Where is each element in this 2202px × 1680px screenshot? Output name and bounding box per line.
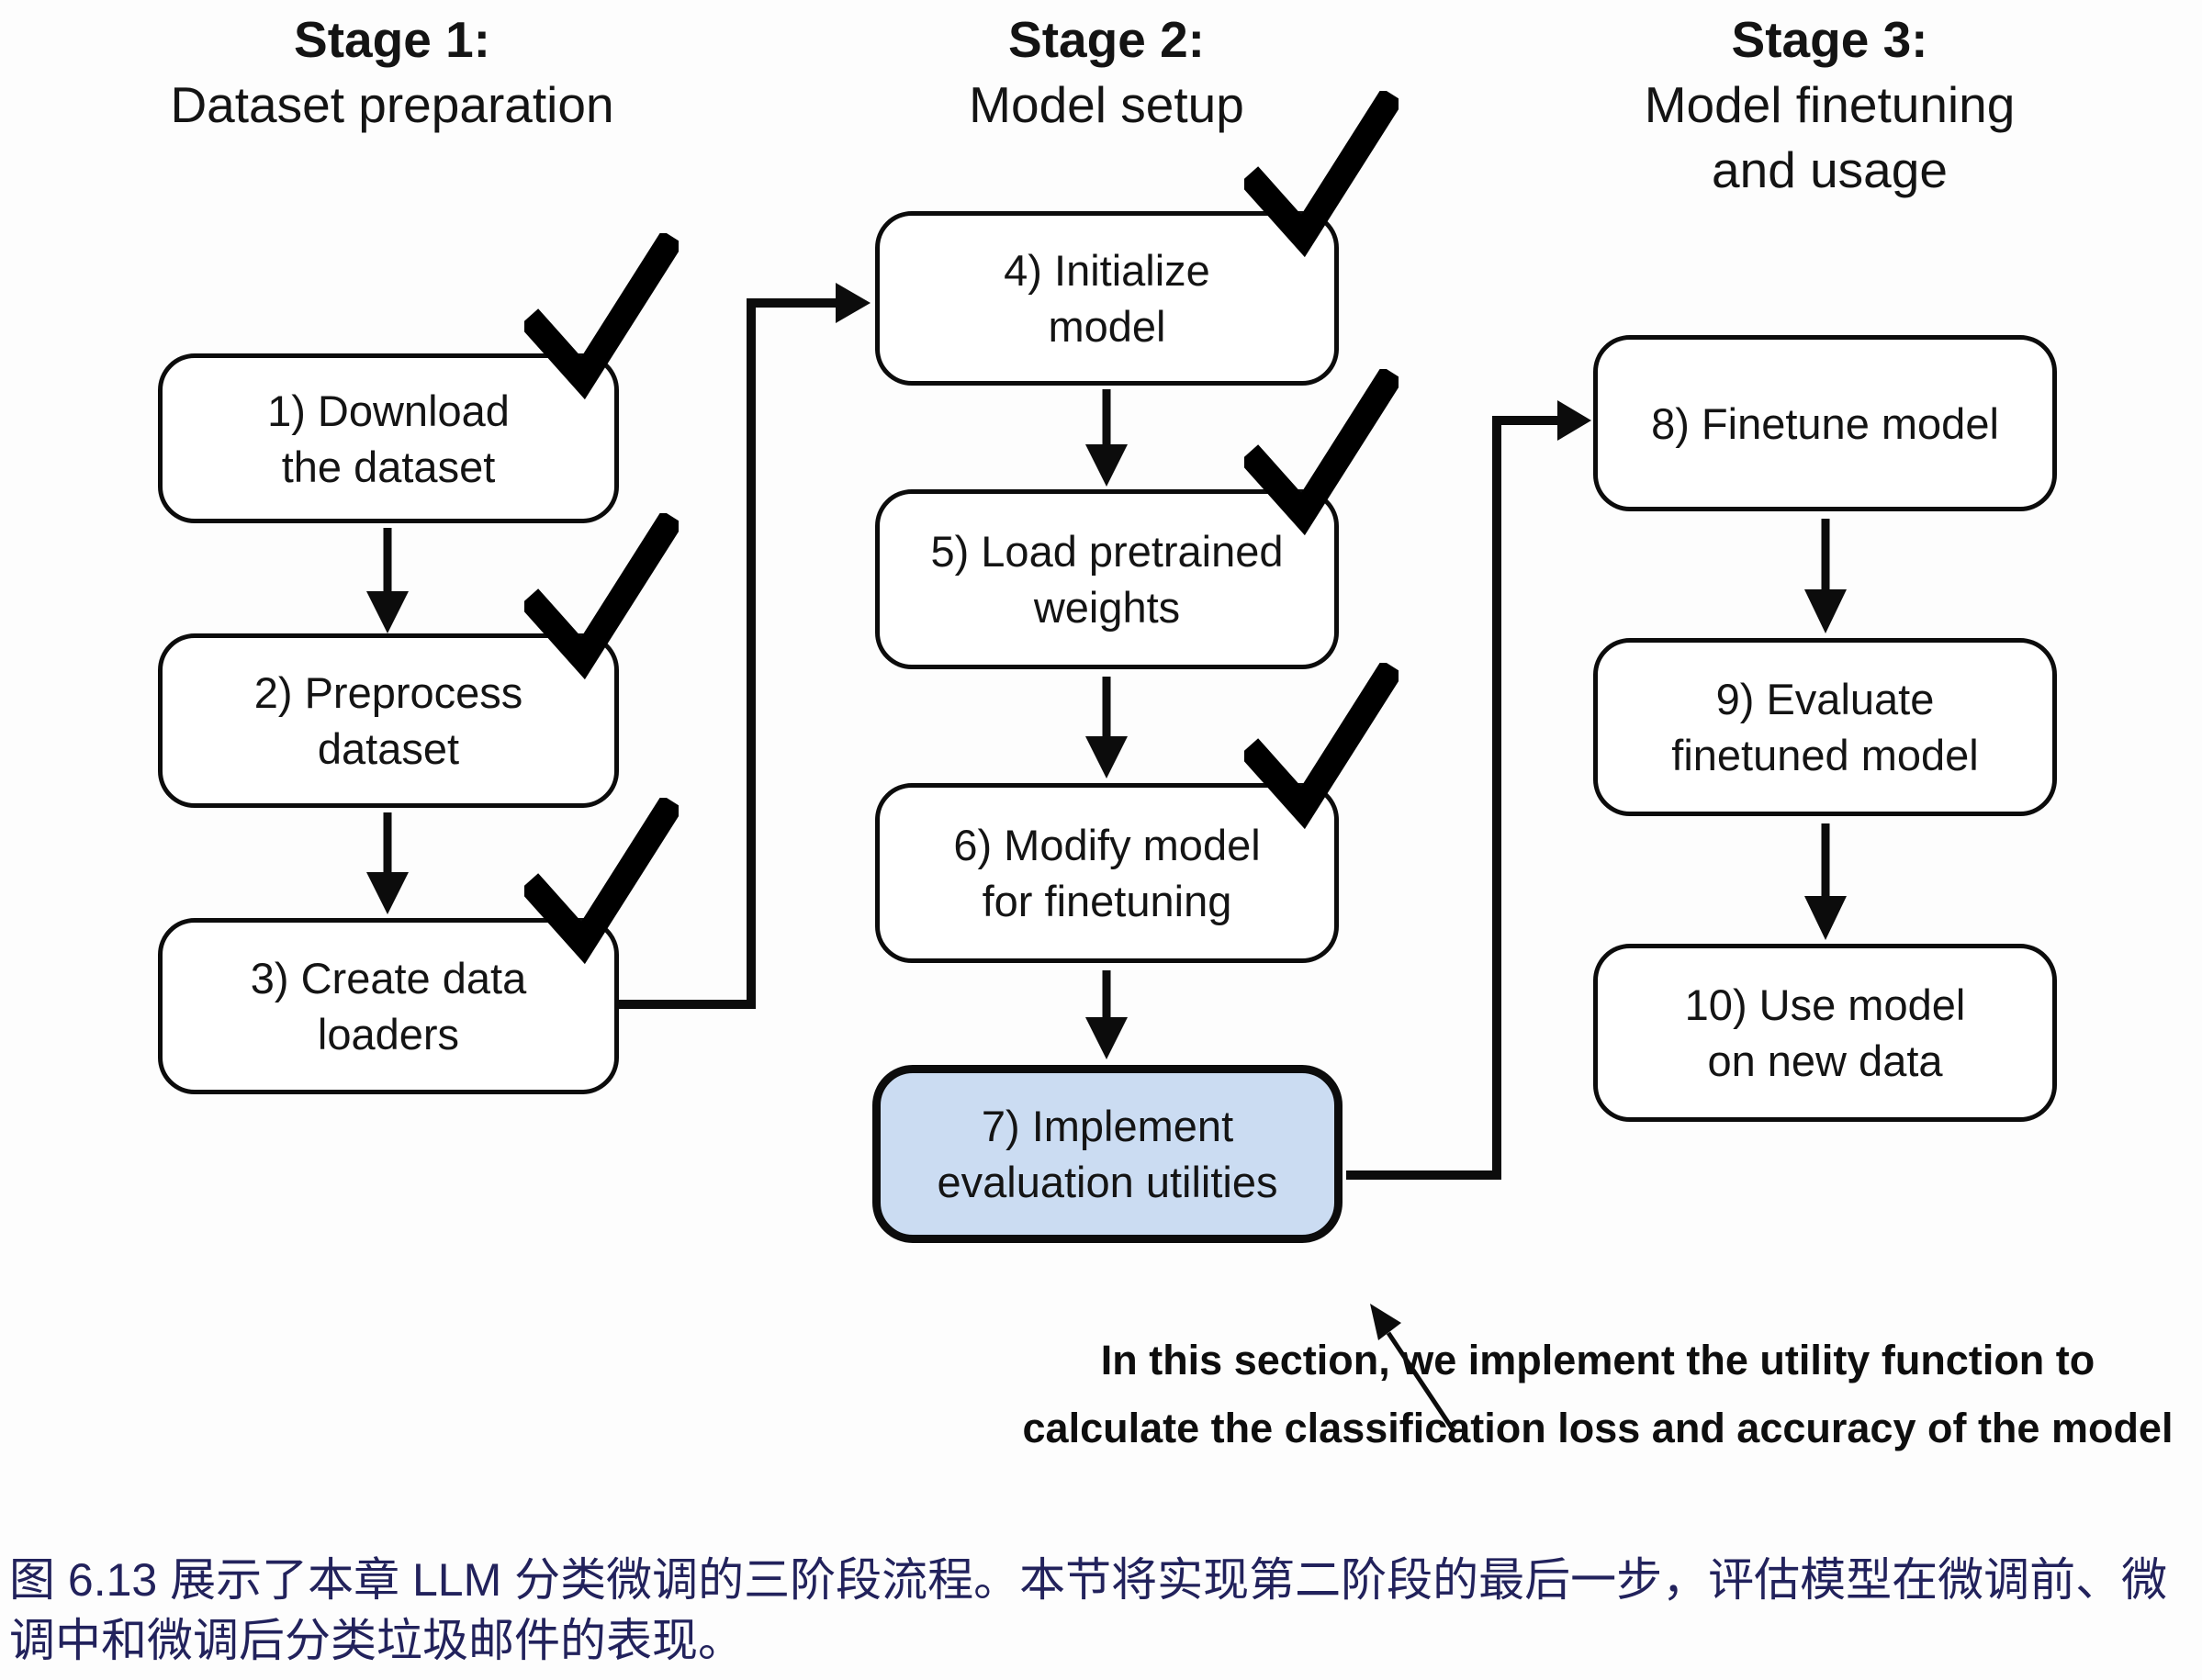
flow-box-3-create-data-loaders: 3) Create data loaders: [158, 798, 679, 1094]
box-label: 1) Download the dataset: [267, 386, 510, 491]
stage-1-subtitle: Dataset preparation: [170, 76, 614, 133]
flow-box-6-modify-model-for-finetuning: 6) Modify model for finetuning: [875, 663, 1399, 963]
arrow-down-icon: [1085, 677, 1128, 778]
arrow-down-icon: [1085, 389, 1128, 487]
checkmark-icon: [1244, 369, 1399, 536]
arrow-down-icon: [366, 528, 409, 633]
stage-2-subtitle: Model setup: [969, 76, 1244, 133]
flow-box-7-implement-evaluation-utilities: 7) Implement evaluation utilities: [872, 1065, 1343, 1243]
flow-box-4-initialize-model: 4) Initialize model: [875, 91, 1399, 386]
section-annotation-text: In this section, we implement the utilit…: [1022, 1337, 2174, 1451]
box-label: 7) Implement evaluation utilities: [937, 1102, 1278, 1206]
checkmark-icon: [1244, 91, 1399, 258]
box-label: 6) Modify model for finetuning: [953, 821, 1261, 925]
figure-caption-line-2: 调中和微调后分类垃圾邮件的表现。: [9, 1615, 744, 1666]
flow-box-5-load-pretrained-weights: 5) Load pretrained weights: [875, 369, 1399, 669]
flow-box-9-evaluate-finetuned-model: 9) Evaluate finetuned model: [1593, 638, 2057, 816]
box-label: 3) Create data loaders: [250, 954, 527, 1058]
stage-1-header: Stage 1: Dataset preparation: [112, 7, 672, 138]
box-label: 4) Initialize model: [1004, 246, 1210, 351]
box-label: 9) Evaluate finetuned model: [1671, 675, 1979, 779]
checkmark-icon: [524, 233, 679, 400]
flow-box-8-finetune-model: 8) Finetune model: [1593, 335, 2057, 511]
checkmark-icon: [524, 513, 679, 680]
box-label: 8) Finetune model: [1651, 398, 1999, 448]
stage-3-title: Stage 3:: [1731, 11, 1928, 68]
flow-box-1-download-dataset: 1) Download the dataset: [158, 233, 679, 523]
stage-3-header: Stage 3: Model finetuning and usage: [1547, 7, 2112, 203]
box-label: 2) Preprocess dataset: [253, 668, 523, 773]
box-label: 5) Load pretrained weights: [930, 527, 1284, 632]
arrow-down-icon: [1804, 519, 1847, 633]
figure-caption-line-1: 图 6.13 展示了本章 LLM 分类微调的三阶段流程。本节将实现第二阶段的最后…: [9, 1554, 2168, 1606]
arrow-down-icon: [366, 812, 409, 914]
stage-3-subtitle: Model finetuning and usage: [1644, 76, 2016, 198]
stage-2-header: Stage 2: Model setup: [826, 7, 1387, 138]
stage-1-title: Stage 1:: [294, 11, 490, 68]
box-label: 10) Use model on new data: [1684, 980, 1966, 1085]
flow-box-10-use-model-on-new-data: 10) Use model on new data: [1593, 944, 2057, 1122]
arrow-down-icon: [1085, 970, 1128, 1059]
checkmark-icon: [524, 798, 679, 965]
checkmark-icon: [1244, 663, 1399, 830]
figure-caption: 图 6.13 展示了本章 LLM 分类微调的三阶段流程。本节将实现第二阶段的最后…: [9, 1550, 2198, 1671]
arrow-down-icon: [1804, 823, 1847, 940]
stage-2-title: Stage 2:: [1008, 11, 1205, 68]
flow-box-2-preprocess-dataset: 2) Preprocess dataset: [158, 513, 679, 808]
